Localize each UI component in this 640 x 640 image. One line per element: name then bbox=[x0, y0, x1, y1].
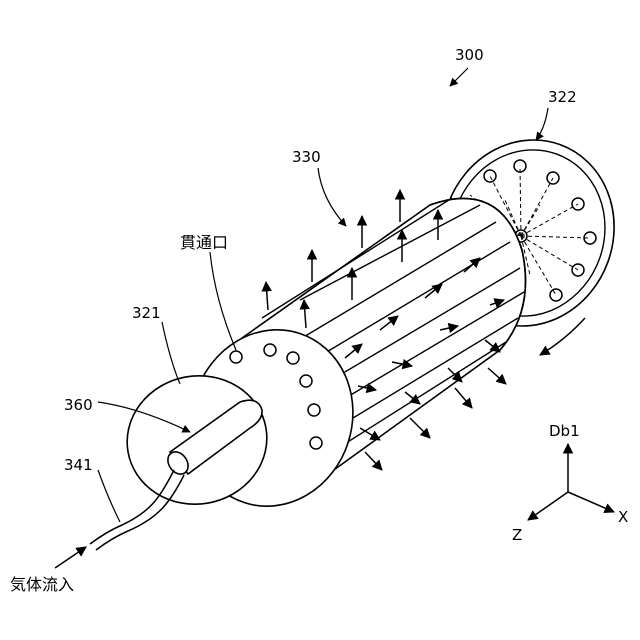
label-322: 322 bbox=[548, 88, 577, 106]
label-341: 341 bbox=[64, 456, 93, 474]
label-360: 360 bbox=[64, 396, 93, 414]
label-300: 300 bbox=[455, 46, 484, 64]
axis-label-x: X bbox=[618, 508, 628, 526]
label-through-hole: 貫通口 bbox=[180, 233, 228, 252]
gas-inflow-arrow bbox=[55, 547, 86, 568]
axis-indicator bbox=[528, 444, 614, 520]
label-330: 330 bbox=[292, 148, 321, 166]
axis-label-db1: Db1 bbox=[549, 422, 580, 440]
label-gas-inflow: 気体流入 bbox=[10, 575, 74, 594]
axis-label-z: Z bbox=[512, 526, 522, 544]
rotation-arrow bbox=[540, 318, 585, 355]
label-321: 321 bbox=[132, 304, 161, 322]
